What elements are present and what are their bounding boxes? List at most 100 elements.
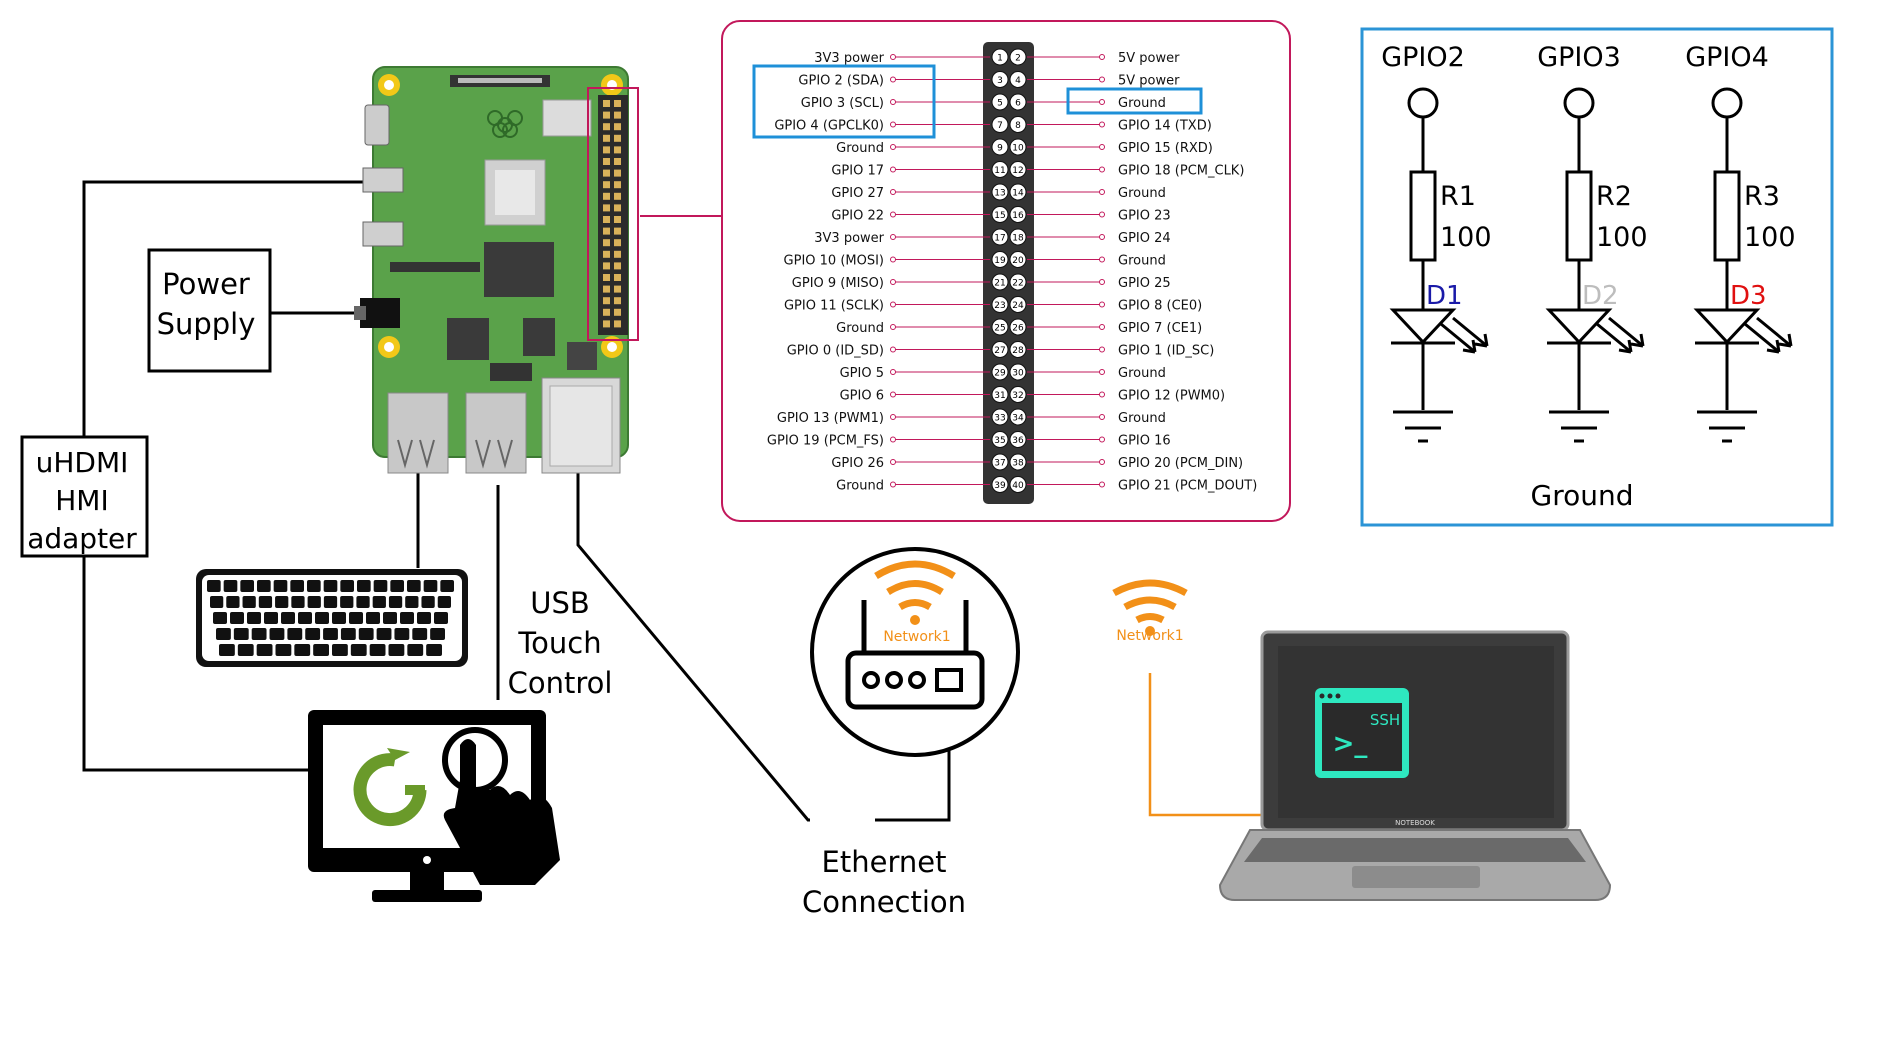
keyboard-key [294, 644, 311, 656]
pin-label-left: GPIO 19 (PCM_FS) [767, 434, 884, 449]
pin-label-left: GPIO 5 [840, 366, 884, 381]
resistor-label: R3 [1744, 181, 1780, 212]
led-light-arrow [1596, 322, 1632, 354]
pin-label-left: GPIO 13 (PWM1) [777, 411, 884, 426]
pin-number-even: 18 [1012, 234, 1024, 244]
pin-circle-odd [991, 408, 1009, 426]
pin-circle-even [1009, 341, 1027, 358]
pin-dot-right [1099, 189, 1105, 195]
gpio2-4-highlight-box [752, 64, 936, 139]
keyboard-key [207, 580, 221, 592]
header-pin [614, 192, 621, 200]
pin-label-right: GPIO 8 (CE0) [1118, 299, 1202, 314]
pin-circle-even [1009, 453, 1027, 471]
header-pin [603, 181, 610, 189]
pin-circle-odd [991, 431, 1009, 448]
pin-circle-even [1009, 183, 1027, 201]
keyboard-key [417, 612, 431, 624]
header-pin [603, 308, 610, 316]
pin-number-even: 26 [1012, 324, 1024, 334]
keyboard-key [226, 596, 240, 608]
pin-circle-odd [991, 453, 1009, 471]
pin-label-right: GPIO 18 (PCM_CLK) [1118, 164, 1244, 179]
terminal-prompt: >_ [1333, 729, 1368, 759]
led-arrowhead [1618, 333, 1645, 354]
pin-label-left: Ground [836, 479, 884, 494]
pin-number-odd: 3 [997, 76, 1003, 86]
pin-dot-right [1099, 324, 1105, 330]
header-pin [614, 239, 621, 247]
keyboard-key [281, 612, 295, 624]
keyboard-key [313, 644, 329, 656]
pin-number-odd: 33 [994, 414, 1005, 424]
resistor-value: 100 [1440, 222, 1492, 253]
led-icon [1693, 308, 1761, 345]
pin-dot-right [1099, 99, 1105, 105]
pin-label-left: GPIO 3 (SCL) [801, 96, 884, 111]
led-icon [1545, 308, 1613, 345]
header-pin [603, 320, 610, 328]
pin-circle-even [1009, 363, 1027, 381]
pin-circle-even [1009, 476, 1027, 493]
router-icon: Network1 [810, 547, 1020, 757]
pin-number-odd: 25 [994, 324, 1005, 334]
resistor-label: R2 [1596, 181, 1632, 212]
pin-dot-right [1099, 234, 1105, 240]
keyboard-key [423, 580, 438, 592]
pin-circle-odd [991, 161, 1009, 178]
keyboard-key [323, 596, 338, 608]
pin-dot-left [890, 324, 896, 330]
pin-dot-left [890, 301, 896, 308]
pin-dot-right [1099, 414, 1105, 420]
pin-label-left: GPIO 22 [831, 209, 884, 224]
pin-number-odd: 11 [994, 166, 1005, 176]
pin-label-right: 5V power [1118, 74, 1180, 89]
gpio-label: GPIO4 [1685, 42, 1769, 73]
pin-label-right: GPIO 12 (PWM0) [1118, 389, 1225, 404]
gpio-label: GPIO3 [1537, 42, 1621, 73]
keyboard-key [216, 628, 231, 640]
pin-circle-odd [991, 138, 1009, 156]
header-pin [603, 297, 610, 305]
header-pin [614, 308, 621, 316]
pin-circle-odd [991, 341, 1009, 358]
header-pin [614, 216, 621, 223]
pin-number-even: 22 [1012, 279, 1023, 289]
header-pin [603, 204, 610, 212]
pin-label-right: GPIO 15 (RXD) [1118, 141, 1213, 156]
keyboard-key [291, 596, 305, 608]
pin-circle-even [1009, 296, 1027, 313]
pin-number-even: 30 [1012, 369, 1024, 379]
pin-circle-even [1009, 93, 1027, 111]
pin-label-left: GPIO 2 (SDA) [798, 74, 884, 89]
usb-touch-label-line2: Touch [517, 626, 601, 660]
header-pin [614, 181, 621, 189]
laptop-network-label: Network1 [1116, 628, 1183, 644]
keyboard-key [349, 612, 363, 624]
pin-circle-odd [991, 318, 1009, 336]
pin-circle-odd [991, 183, 1009, 201]
gpio-terminal-icon [1407, 87, 1439, 119]
keyboard-key [358, 628, 374, 640]
usb-touch-label-line3: Control [508, 666, 613, 700]
pin-circle-odd [991, 228, 1009, 246]
header-pin [603, 227, 610, 235]
uhdmi-adapter-box [20, 435, 149, 558]
pin-dot-left [890, 121, 896, 128]
keyboard-key [405, 596, 419, 608]
header-pin [614, 134, 621, 142]
keyboard-key [251, 628, 267, 640]
keyboard-key [412, 628, 428, 640]
pin-number-even: 36 [1012, 436, 1024, 446]
keyboard-key [437, 596, 451, 608]
pin-label-left: Ground [836, 321, 884, 336]
raspberry-pi-board [354, 66, 639, 474]
header-pin [603, 192, 610, 200]
keyboard-key [426, 644, 442, 656]
pin-number-even: 40 [1012, 481, 1024, 491]
pin-number-even: 38 [1012, 459, 1024, 469]
keyboard-key [275, 644, 292, 656]
pin-label-right: GPIO 16 [1118, 434, 1171, 449]
pin-circle-odd [991, 116, 1009, 133]
